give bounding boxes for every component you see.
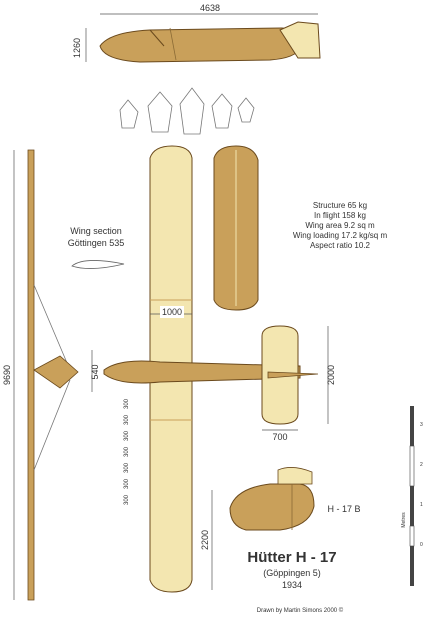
h17b-fuselage bbox=[229, 483, 315, 531]
side-view-strut bbox=[169, 27, 177, 61]
drawing-credit: Drawn by Martin Simons 2000 © bbox=[257, 607, 344, 614]
rib-spacing-label: 300 bbox=[124, 398, 130, 409]
aircraft-title: Hütter H - 17 bbox=[247, 549, 336, 566]
spec-line: Wing area 9.2 sq m bbox=[305, 221, 375, 230]
fuselage-height-label: 1260 bbox=[72, 38, 82, 58]
rib-spacing-label: 300 bbox=[124, 430, 130, 441]
fuselage-cross-sections bbox=[119, 87, 255, 135]
spec-line: Aspect ratio 10.2 bbox=[310, 241, 371, 250]
tail-chord-label: 700 bbox=[272, 432, 287, 442]
spec-line: Wing loading 17.2 kg/sq m bbox=[293, 231, 388, 240]
plan-view: 1000 2200 bbox=[103, 145, 301, 593]
cross-section-2 bbox=[147, 91, 173, 133]
rib-spacing-label: 300 bbox=[124, 414, 130, 425]
scale-tick-label: 2 bbox=[420, 462, 423, 468]
rib-spacing-label: 300 bbox=[124, 494, 130, 505]
spec-line: In flight 158 kg bbox=[314, 211, 366, 220]
h17b-variant: H - 17 B bbox=[229, 467, 361, 531]
scale-bar: 0 1 2 3 Metres bbox=[401, 406, 423, 586]
wing-tip-label: 2200 bbox=[200, 530, 210, 550]
cross-section-1 bbox=[119, 99, 139, 129]
rib-spacing-label: 300 bbox=[124, 478, 130, 489]
cross-section-5 bbox=[237, 97, 255, 123]
wing-chord-label: 1000 bbox=[162, 307, 182, 317]
scale-tick-label: 0 bbox=[420, 542, 423, 548]
wing-section-profile: Göttingen 535 bbox=[68, 238, 125, 248]
specifications: Structure 65 kg In flight 158 kg Wing ar… bbox=[293, 201, 388, 250]
front-view-strut-lower bbox=[33, 379, 71, 471]
airfoil-profile bbox=[71, 260, 125, 269]
front-view-wing bbox=[27, 149, 35, 601]
scale-segment-1 bbox=[410, 406, 414, 446]
scale-tick-label: 1 bbox=[420, 502, 423, 508]
scale-segment-4 bbox=[409, 525, 415, 547]
span-label: 9690 bbox=[2, 365, 12, 385]
scale-unit-label: Metres bbox=[401, 512, 407, 528]
scale-segment-5 bbox=[410, 546, 414, 586]
variant-label: H - 17 B bbox=[327, 504, 360, 514]
rib-spacing-label: 300 bbox=[124, 462, 130, 473]
scale-segment-2 bbox=[409, 445, 415, 487]
side-view: 4638 1260 bbox=[72, 3, 321, 63]
cross-section-3 bbox=[179, 87, 205, 135]
strut-dimension-label: 540 bbox=[90, 364, 100, 379]
aircraft-subtitle: (Göppingen 5) bbox=[263, 568, 321, 578]
aircraft-year: 1934 bbox=[282, 580, 302, 590]
chord-label-backdrop bbox=[160, 306, 184, 318]
front-view-strut-upper bbox=[33, 284, 71, 371]
cross-section-4 bbox=[211, 93, 233, 129]
front-view: 9690 540 bbox=[2, 149, 100, 601]
wing-section: Wing section Göttingen 535 bbox=[68, 226, 125, 269]
plan-view-fuselage bbox=[103, 360, 301, 384]
rib-spacing-labels: 300 300 300 300 300 300 300 bbox=[124, 398, 130, 505]
spec-line: Structure 65 kg bbox=[313, 201, 367, 210]
h17b-canopy bbox=[277, 467, 313, 485]
wing-section-title: Wing section bbox=[70, 226, 122, 236]
fuselage-length-label: 4638 bbox=[200, 3, 220, 13]
tailplane-plan: 2000 700 bbox=[261, 325, 336, 442]
tail-span-label: 2000 bbox=[326, 365, 336, 385]
scale-tick-label: 3 bbox=[420, 422, 423, 428]
scale-segment-3 bbox=[410, 486, 414, 526]
side-view-tail-fin bbox=[279, 21, 321, 59]
tail-boom bbox=[267, 371, 319, 379]
rib-spacing-label: 300 bbox=[124, 446, 130, 457]
side-view-cockpit-line bbox=[149, 29, 165, 47]
side-view-fuselage bbox=[99, 27, 301, 63]
front-view-fuselage bbox=[33, 355, 79, 389]
title-block: Hütter H - 17 (Göppingen 5) 1934 Drawn b… bbox=[247, 549, 343, 614]
